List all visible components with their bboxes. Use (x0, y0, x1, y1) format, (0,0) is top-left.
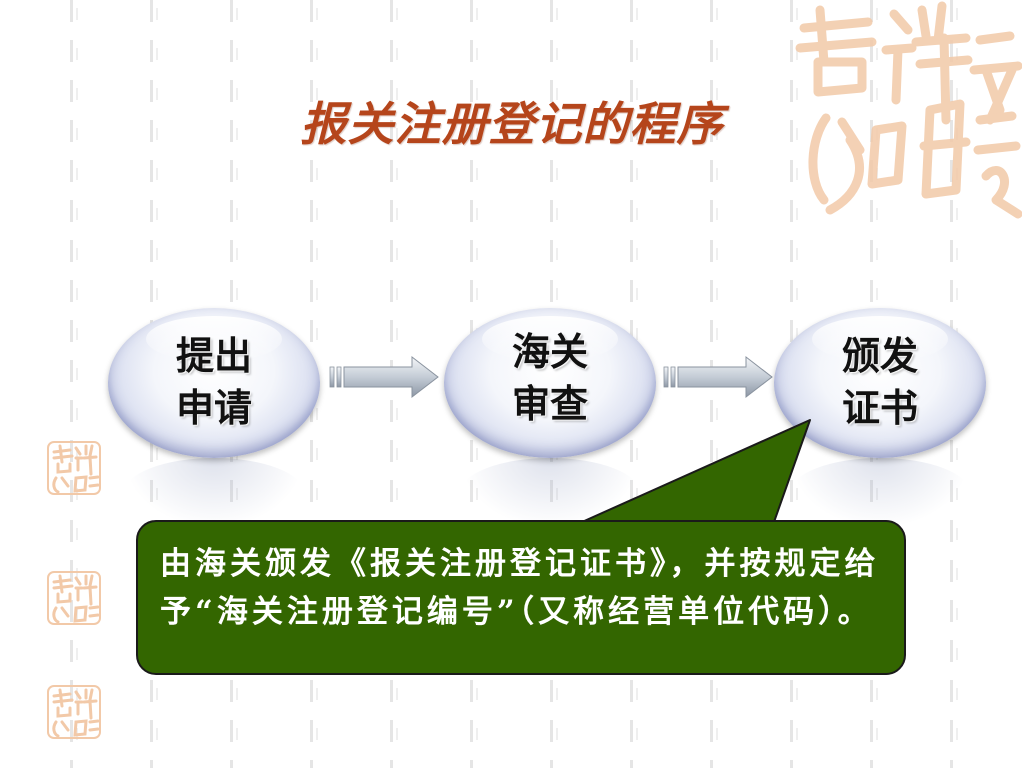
seal-icon (47, 685, 101, 739)
step-reflection (790, 458, 970, 528)
arrow-right-icon (663, 355, 773, 399)
step-label: 颁发 证书 (774, 330, 986, 434)
step-label: 海关 审查 (444, 326, 656, 430)
step-label-line2: 申请 (175, 385, 252, 430)
step-highlight (812, 316, 948, 362)
seal-icon (47, 571, 101, 625)
step-label-line1: 海关 (511, 329, 588, 374)
step-highlight (482, 316, 618, 362)
callout-text: 由海关颁发《报关注册登记证书》，并按规定给予“海关注册登记编号”（又称经营单位代… (160, 546, 880, 630)
arrow-right-icon (329, 355, 439, 399)
step-apply: 提出 申请 (108, 308, 320, 528)
callout-box: 由海关颁发《报关注册登记证书》，并按规定给予“海关注册登记编号”（又称经营单位代… (136, 520, 906, 675)
step-label-line1: 颁发 (841, 333, 918, 378)
seal-icon (795, 1, 1022, 219)
step-issue-certificate: 颁发 证书 (774, 308, 986, 528)
step-label-line1: 提出 (175, 333, 252, 378)
step-label: 提出 申请 (108, 330, 320, 434)
step-review: 海关 审查 (444, 308, 656, 528)
seal-icon (47, 441, 101, 495)
step-label-line2: 证书 (841, 385, 918, 430)
step-label-line2: 审查 (511, 381, 588, 426)
callout-pointer (581, 419, 811, 523)
slide-title: 报关注册登记的程序 (300, 97, 724, 151)
step-reflection (124, 458, 304, 528)
step-highlight (146, 316, 282, 362)
